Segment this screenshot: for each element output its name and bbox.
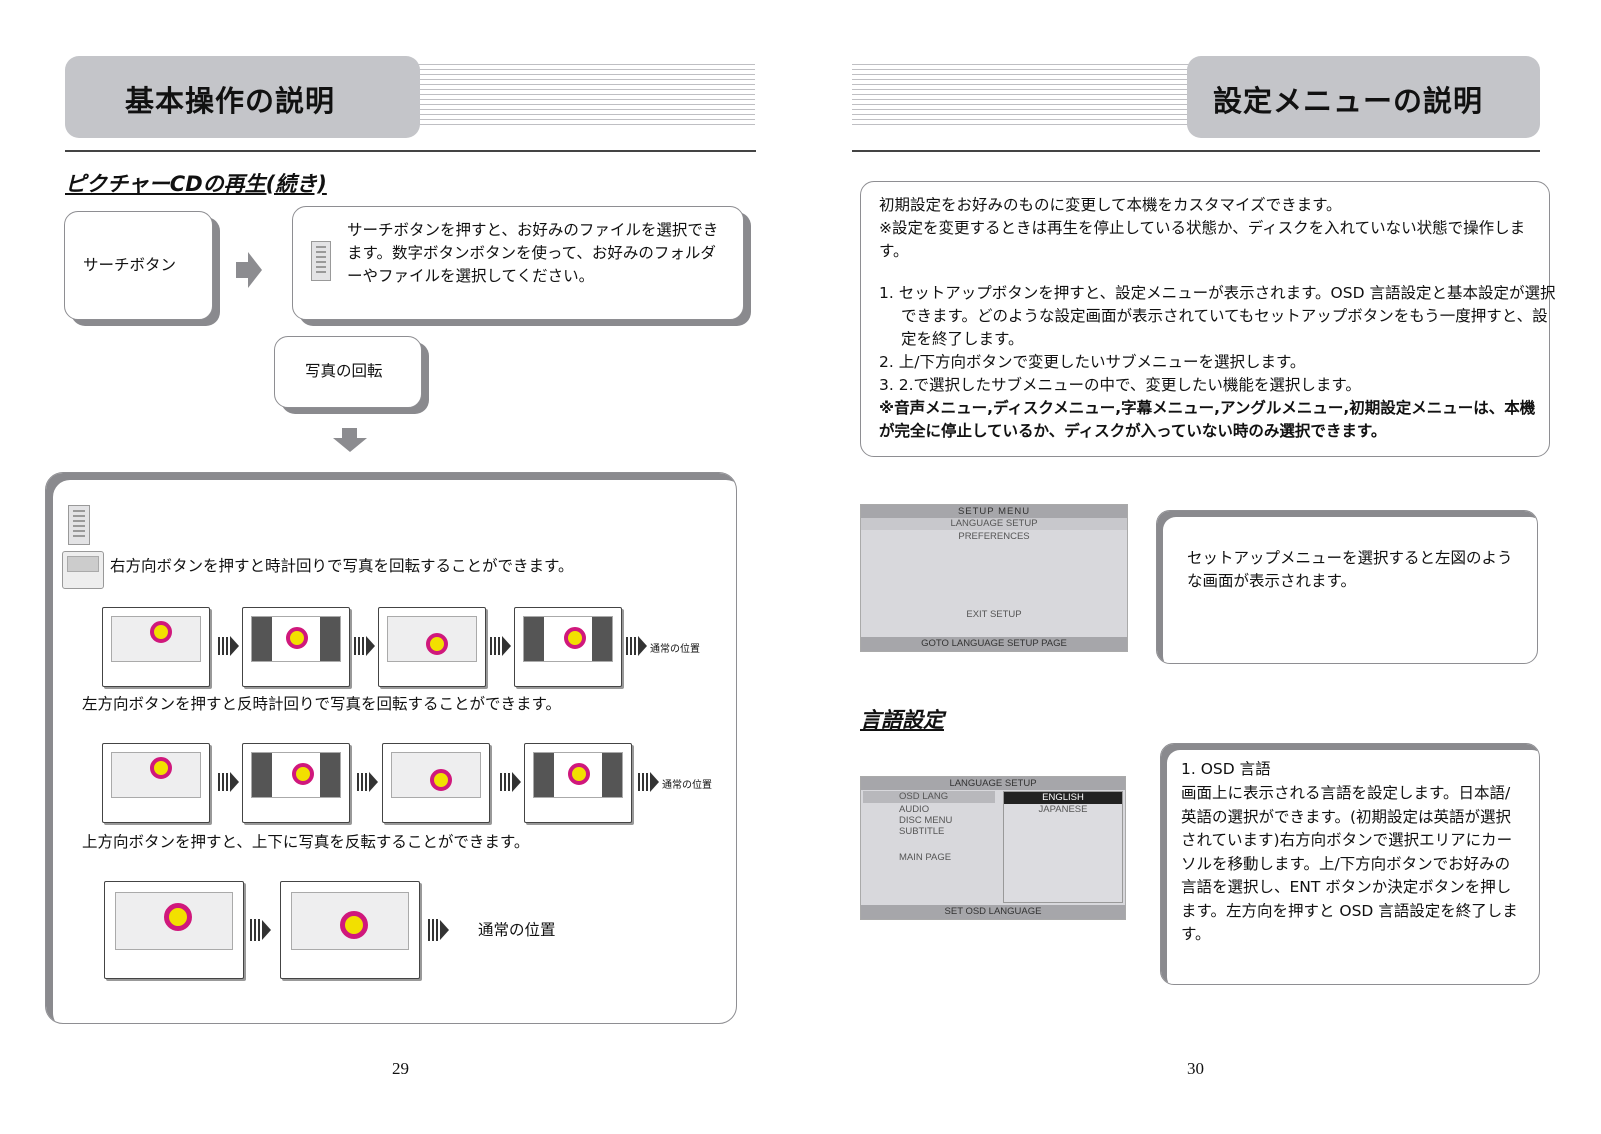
step-1: 1. セットアップボタンを押すと、設定メニューが表示されます。OSD 言語設定と…: [879, 284, 1556, 348]
photo-thumbnail: [514, 607, 622, 687]
setup-menu-item-language: LANGUAGE SETUP: [861, 518, 1127, 530]
rotate-label-box: 写真の回転: [274, 336, 422, 408]
osd-title: 1. OSD 言語: [1181, 760, 1271, 778]
next-arrow-icon: [218, 636, 239, 656]
flower-image: [150, 621, 172, 643]
photo-thumbnail: [242, 743, 350, 823]
flower-image: [150, 757, 172, 779]
setup-desc-box: セットアップメニューを選択すると左図のような画面が表示されます。: [1156, 510, 1538, 664]
flower-image: [564, 627, 586, 649]
search-button-label: サーチボタン: [83, 256, 177, 274]
language-option-japanese: JAPANESE: [1038, 804, 1088, 815]
language-menu-item-osd: OSD LANG: [863, 791, 995, 803]
player-device-icon: [62, 551, 104, 589]
remote-control-icon: [68, 505, 90, 545]
flower-image: [292, 763, 314, 785]
header-rule-right: [852, 150, 1540, 152]
search-desc-text: サーチボタンを押すと、お好みのファイルを選択できます。数字ボタンボタンを使って、…: [347, 221, 719, 285]
language-option-english: ENGLISH: [1004, 792, 1122, 804]
flip-text: 上方向ボタンを押すと、上下に写真を反転することができます。: [82, 833, 530, 851]
language-menu-item-audio: AUDIO: [899, 804, 930, 815]
setup-menu-exit: EXIT SETUP: [966, 609, 1022, 620]
photo-thumbnail: [242, 607, 350, 687]
language-menu-screenshot: LANGUAGE SETUP OSD LANG AUDIO DISC MENU …: [860, 776, 1126, 920]
next-arrow-icon: [638, 772, 659, 792]
search-desc-box: サーチボタンを押すと、お好みのファイルを選択できます。数字ボタンボタンを使って、…: [292, 206, 744, 320]
header-rule-left: [65, 150, 756, 152]
intro-box: 初期設定をお好みのものに変更して本機をカスタマイズできます。 ※設定を変更すると…: [860, 181, 1555, 457]
note-bold: ※音声メニュー,ディスクメニュー,字幕メニュー,アングルメニュー,初期設定メニュ…: [879, 399, 1536, 440]
page-title-left: 基本操作の説明: [125, 84, 336, 118]
flower-image: [430, 769, 452, 791]
section-subtitle: ピクチャーCDの再生(続き): [65, 172, 327, 196]
header-tab-right: 設定メニューの説明: [1187, 56, 1540, 138]
next-arrow-icon: [490, 636, 511, 656]
search-button-label-box: サーチボタン: [64, 211, 213, 320]
flower-image: [340, 911, 368, 939]
normal-position-label-large: 通常の位置: [478, 921, 556, 939]
language-menu-item-subtitle: SUBTITLE: [899, 826, 945, 837]
flower-image: [426, 633, 448, 655]
normal-position-label: 通常の位置: [650, 644, 700, 655]
header-stripes-right: [852, 64, 1192, 126]
photo-thumbnail: [104, 881, 244, 979]
flip-row: 通常の位置: [104, 881, 624, 981]
setup-menu-footer: GOTO LANGUAGE SETUP PAGE: [861, 637, 1127, 651]
language-menu-item-disc: DISC MENU: [899, 815, 953, 826]
rotation-row-counterclockwise: 通常の位置: [102, 743, 732, 825]
remote-control-icon: [311, 241, 331, 281]
rotate-label: 写真の回転: [305, 362, 383, 380]
osd-desc-text: 画面上に表示される言語を設定します。日本語/英語の選択ができます。(初期設定は英…: [1181, 784, 1518, 943]
language-menu-footer: SET OSD LANGUAGE: [861, 905, 1125, 919]
step-3: 3. 2.で選択したサブメニューの中で、変更したい機能を選択します。: [879, 376, 1361, 394]
flower-image: [164, 903, 192, 931]
page-number-left: 29: [392, 1059, 409, 1078]
next-arrow-icon: [218, 772, 239, 792]
flower-image: [568, 763, 590, 785]
photo-thumbnail: [378, 607, 486, 687]
setup-menu-title: SETUP MENU: [861, 505, 1127, 518]
language-menu-title: LANGUAGE SETUP: [861, 777, 1125, 790]
rotation-row-clockwise: 通常の位置: [102, 607, 722, 689]
next-arrow-icon: [250, 919, 271, 941]
next-arrow-icon: [354, 636, 375, 656]
rotation-panel: 右方向ボタンを押すと時計回りで写真を回転することができます。 通常の位置 左方向…: [45, 472, 737, 1024]
header-stripes-left: [400, 64, 755, 126]
next-arrow-icon: [428, 919, 449, 941]
next-arrow-icon: [626, 636, 647, 656]
header-tab-left: 基本操作の説明: [65, 56, 420, 138]
right-rotate-text: 右方向ボタンを押すと時計回りで写真を回転することができます。: [110, 557, 574, 575]
page-number-right: 30: [1187, 1059, 1204, 1078]
next-arrow-icon: [357, 772, 378, 792]
language-menu-item-main: MAIN PAGE: [899, 852, 952, 863]
intro-line-1: 初期設定をお好みのものに変更して本機をカスタマイズできます。: [879, 196, 1342, 214]
left-rotate-text: 左方向ボタンを押すと反時計回りで写真を回転することができます。: [82, 695, 561, 713]
language-options-panel: ENGLISH JAPANESE: [1003, 791, 1123, 903]
flower-image: [286, 627, 308, 649]
setup-menu-item-preferences: PREFERENCES: [958, 531, 1030, 542]
photo-thumbnail: [280, 881, 420, 979]
photo-thumbnail: [382, 743, 490, 823]
next-arrow-icon: [500, 772, 521, 792]
photo-thumbnail: [524, 743, 632, 823]
normal-position-label: 通常の位置: [662, 780, 712, 791]
page-title-right: 設定メニューの説明: [1213, 84, 1484, 118]
photo-thumbnail: [102, 607, 210, 687]
language-subtitle: 言語設定: [860, 708, 944, 732]
setup-desc-text: セットアップメニューを選択すると左図のような画面が表示されます。: [1187, 549, 1513, 590]
intro-line-2: ※設定を変更するときは再生を停止している状態か、ディスクを入れていない状態で操作…: [879, 219, 1526, 260]
setup-menu-screenshot: SETUP MENU LANGUAGE SETUP PREFERENCES EX…: [860, 504, 1128, 652]
step-2: 2. 上/下方向ボタンで変更したいサブメニューを選択します。: [879, 353, 1306, 371]
photo-thumbnail: [102, 743, 210, 823]
osd-desc-box: 1. OSD 言語 画面上に表示される言語を設定します。日本語/英語の選択ができ…: [1160, 743, 1540, 985]
